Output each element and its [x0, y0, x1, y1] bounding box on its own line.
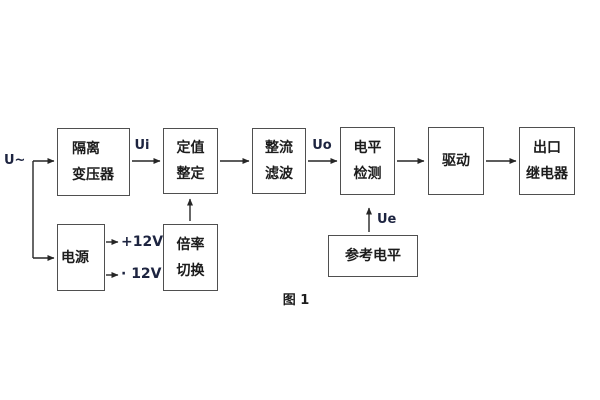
block-label-line: 检测: [353, 166, 382, 182]
label-uo: Uo: [312, 138, 332, 153]
block-label-line: 参考电平: [345, 248, 401, 264]
block-label-line: 倍率: [176, 236, 205, 253]
block-label-line: 驱动: [442, 153, 470, 169]
block-label-line: 滤波: [265, 166, 293, 182]
block-output-relay: 出口 继电器: [519, 127, 575, 195]
block-setpoint-setting: 定值 整定: [163, 128, 218, 194]
block-driver: 驱动: [428, 127, 484, 195]
block-label-line: 定值: [176, 140, 205, 156]
label-ue: Ue: [377, 212, 397, 227]
block-label-line: 继电器: [526, 166, 568, 182]
block-isolation-transformer: 隔离 变压器: [57, 128, 130, 196]
block-ratio-switch: 倍率 切换: [163, 224, 218, 291]
block-label-line: 电源: [61, 249, 89, 266]
block-label-line: 出口: [533, 140, 561, 156]
label-rail-positive: +12V: [121, 234, 164, 250]
label-ac-input: U~: [4, 153, 26, 168]
block-rectifier-filter: 整流 滤波: [252, 128, 306, 194]
block-power-supply: 电源: [57, 224, 105, 291]
block-label-line: 整定: [176, 166, 205, 182]
block-label-line: 电平: [353, 140, 382, 156]
block-label-line: 隔离: [72, 141, 100, 157]
block-reference-level: 参考电平: [328, 235, 418, 277]
label-ui: Ui: [134, 138, 150, 153]
label-rail-negative: · 12V: [121, 266, 162, 282]
figure-caption: 图 1: [282, 293, 310, 308]
block-label-line: 整流: [265, 140, 293, 156]
block-label-line: 切换: [176, 262, 205, 279]
block-label-line: 变压器: [72, 167, 114, 183]
block-level-detection: 电平 检测: [340, 127, 395, 195]
